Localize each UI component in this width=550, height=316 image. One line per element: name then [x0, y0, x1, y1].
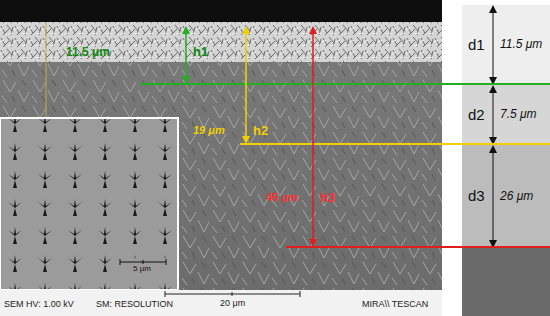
instrument-info: SEM HV: 1.00 kV — [4, 300, 74, 310]
sem-graphic — [0, 290, 442, 316]
layer-band: d3 26 μm — [462, 145, 550, 248]
sem-graphic — [0, 60, 442, 290]
sem-graphic — [240, 143, 550, 145]
layer-thickness: 7.5 μm — [500, 108, 537, 121]
sem-graphic — [286, 246, 550, 248]
sem-graphic — [0, 118, 178, 290]
layer-name: d2 — [468, 107, 485, 124]
layer-panel — [462, 5, 550, 316]
sem-graphic — [0, 22, 442, 62]
layer-name: d3 — [468, 188, 485, 205]
inset-image — [0, 118, 178, 290]
height-symbol: h2 — [253, 124, 268, 138]
scale-label: 20 μm — [220, 299, 245, 309]
sem-graphic — [165, 291, 166, 297]
layer-thickness: 11.5 μm — [500, 38, 542, 51]
sem-graphic — [143, 260, 144, 264]
sem-graphic — [245, 30, 247, 140]
thickness-value: 19 μm — [193, 124, 225, 136]
instrument-info: MIRA\\ TESCAN — [362, 300, 428, 310]
layer-thickness: 26 μm — [500, 190, 533, 203]
scale-label: 5 μm — [133, 265, 151, 274]
sem-graphic — [300, 291, 301, 297]
sem-graphic — [462, 248, 550, 316]
info-bar — [0, 290, 442, 316]
layer-band: d2 7.5 μm — [462, 85, 550, 145]
sem-graphic — [462, 5, 550, 85]
height-symbol: h1 — [193, 45, 208, 59]
sem-graphic — [462, 85, 550, 145]
sem-graphic — [312, 30, 314, 243]
sem-graphic — [493, 89, 494, 141]
layer-name: d1 — [468, 37, 485, 54]
instrument-info: SM: RESOLUTION — [96, 300, 173, 310]
thickness-lines — [140, 30, 550, 247]
height-symbol: h3 — [320, 191, 335, 205]
sem-graphic — [115, 258, 173, 278]
sem-graphic — [462, 145, 550, 248]
sem-graphic — [140, 83, 550, 85]
sem-graphic — [232, 292, 233, 296]
sem-graphic — [46, 22, 47, 120]
layer-band: d1 11.5 μm — [462, 5, 550, 85]
sem-graphic — [493, 9, 494, 81]
sem-graphic — [0, 0, 442, 22]
thickness-value: 45 μm — [266, 191, 298, 203]
sem-graphic — [120, 259, 121, 265]
sem-graphic — [493, 149, 494, 244]
sem-graphic — [185, 30, 187, 80]
sem-graphic — [166, 259, 167, 265]
thickness-value: 11.5 μm — [66, 46, 110, 59]
